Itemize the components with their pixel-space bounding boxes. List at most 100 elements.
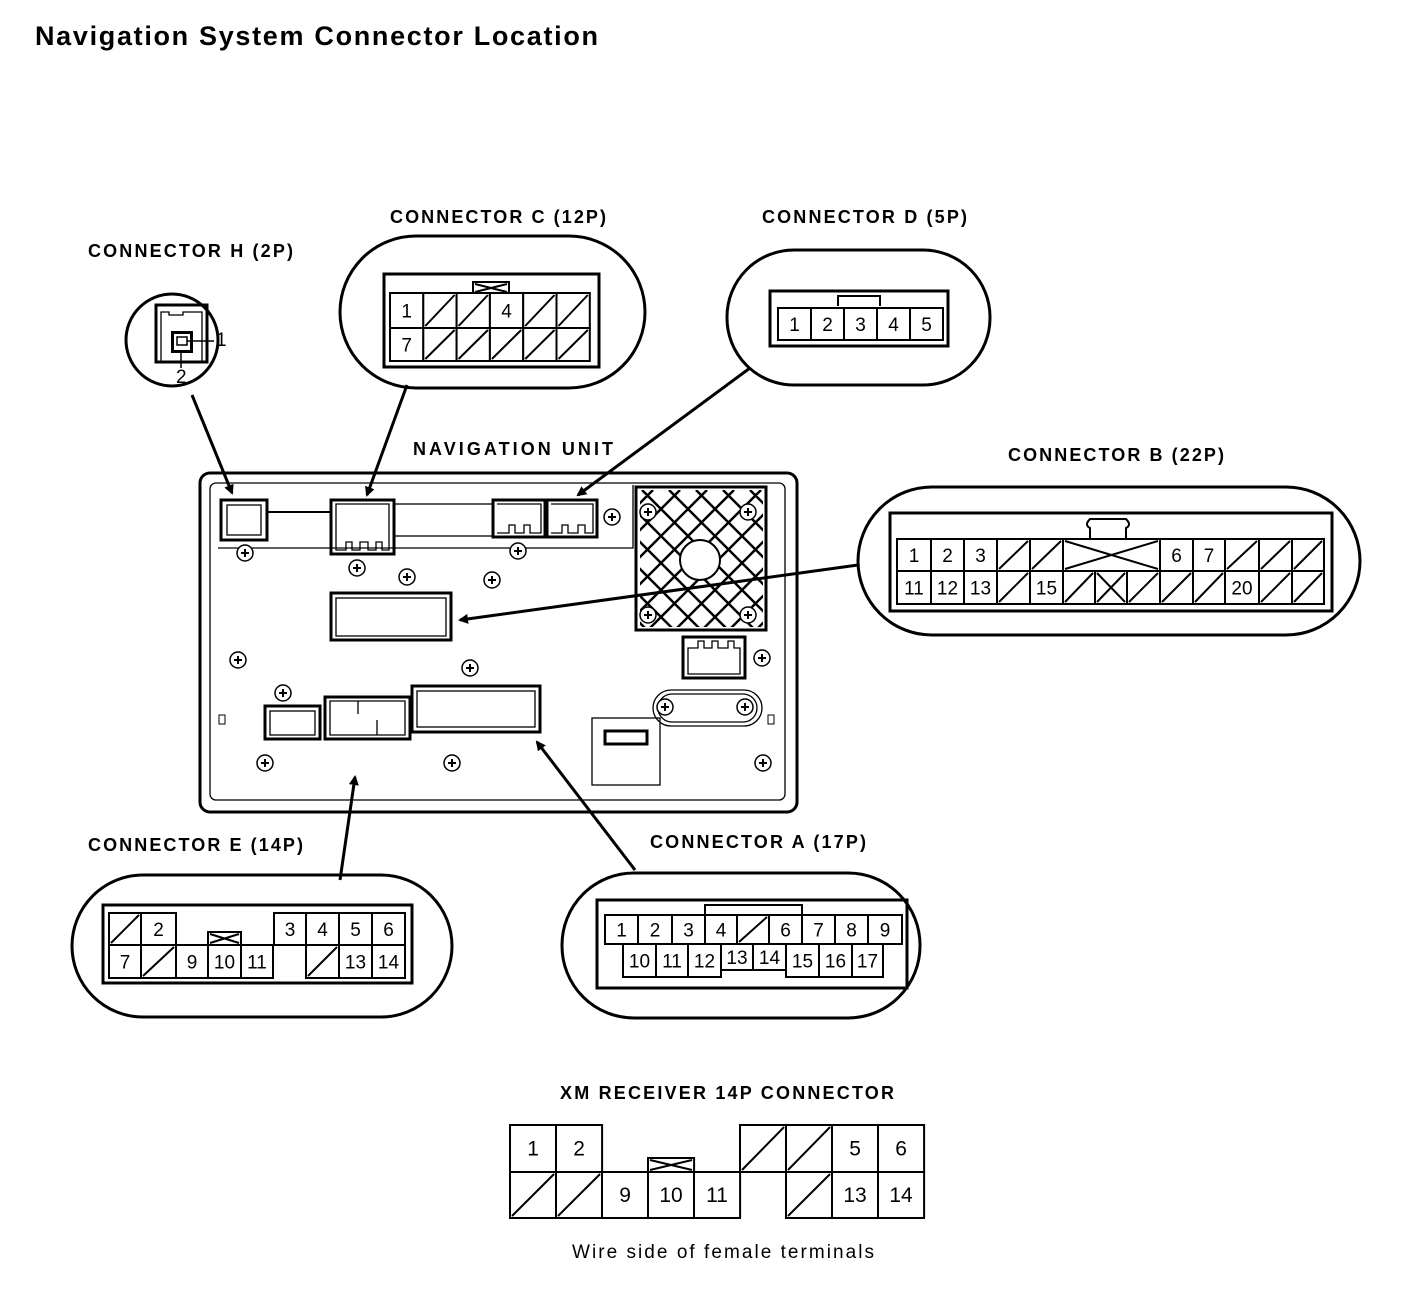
screw-icon (461, 659, 479, 677)
unused-cavity (1224, 538, 1260, 572)
pin-cell: 13 (338, 944, 373, 979)
unused-cavity (455, 327, 491, 362)
pin-label: 6 (383, 920, 394, 941)
arrow-connector-e (338, 775, 359, 881)
pin-label: 1 (401, 302, 412, 323)
pin-label: 14 (378, 953, 400, 974)
screw-icon (739, 606, 757, 624)
pin-cell: 20 (1224, 570, 1260, 605)
pin-label: 11 (662, 952, 682, 973)
pin-label: 4 (888, 315, 899, 336)
pin-label: 10 (214, 953, 235, 974)
pin-label: 15 (792, 952, 813, 973)
aux-socket (263, 704, 322, 741)
pin-cell: 2 (930, 538, 965, 572)
pin-label: 5 (350, 920, 361, 941)
pin-cell: 16 (818, 943, 853, 978)
screw-icon (236, 544, 254, 562)
connector-e-callout (70, 873, 454, 1019)
pin-label: 1 (527, 1138, 539, 1161)
pin-label: 20 (1231, 579, 1252, 600)
pin-cell: 14 (752, 943, 787, 971)
connector-d-lock-tab (837, 295, 881, 306)
unused-cavity (996, 538, 1031, 572)
arrow-connector-b (458, 563, 859, 624)
xm-connector-label: XM RECEIVER 14P CONNECTOR (560, 1083, 894, 1103)
pin-cell: 1 (777, 307, 812, 341)
arrow-connector-a (535, 740, 637, 871)
pin-label: 1 (909, 546, 920, 567)
unused-cavity (140, 944, 177, 979)
connector-a-label: CONNECTOR A (17P) (650, 832, 866, 852)
pin-cell: 9 (867, 914, 903, 945)
pin-cell: 11 (240, 944, 274, 979)
unused-cavity (736, 914, 770, 945)
unused-cavity (1062, 570, 1096, 605)
page-title: Navigation System Connector Location (35, 21, 598, 51)
screw-icon (656, 698, 674, 716)
pin-cell: 14 (371, 944, 406, 979)
pin-label: 7 (401, 336, 412, 357)
pin-label: 10 (659, 1184, 682, 1207)
pin-label: 7 (1204, 546, 1215, 567)
screw-icon (348, 559, 366, 577)
pin-label: 14 (759, 948, 781, 969)
caption: Wire side of female terminals (572, 1242, 874, 1263)
pin-label: 9 (187, 953, 198, 974)
pin-label: 13 (970, 579, 991, 600)
screw-icon (256, 754, 274, 772)
unused-cavity (739, 1124, 788, 1173)
pin-label: 3 (285, 920, 296, 941)
pin-cell: 6 (768, 914, 803, 945)
unused-cavity (555, 292, 591, 329)
pin-label: 14 (889, 1184, 913, 1207)
pin-label: 7 (813, 921, 824, 942)
blocked-cavity (647, 1157, 696, 1173)
pin-cell: 1 (604, 914, 639, 945)
pin-cell: 8 (834, 914, 869, 945)
connector-e-housing (101, 903, 414, 985)
pin-cell: 3 (273, 912, 307, 946)
pin-label: 13 (843, 1184, 866, 1207)
pin-cell: 3 (843, 307, 878, 341)
pin-cell: 15 (785, 943, 820, 978)
pin-cell: 6 (1159, 538, 1194, 572)
pin-cell: 7 (108, 944, 142, 979)
pin-label: 2 (153, 920, 164, 941)
connector-a-socket (410, 684, 542, 734)
navigation-unit (198, 471, 799, 814)
screw-icon (753, 649, 771, 667)
unused-cavity (1291, 538, 1325, 572)
unused-cavity (522, 292, 558, 329)
connector-h-socket (219, 498, 269, 542)
blocked-cavity (1094, 570, 1128, 605)
pin-cell: 10 (622, 943, 657, 978)
pin-label: 7 (120, 953, 131, 974)
pin-label: 5 (921, 315, 932, 336)
connector-d-housing (768, 289, 950, 348)
screw-icon (754, 754, 772, 772)
pin-label: 11 (706, 1184, 728, 1207)
connector-b-lock-tab (1086, 518, 1130, 539)
pin-label: 6 (780, 921, 791, 942)
connector-c-callout (338, 234, 647, 390)
pin-label: 4 (317, 920, 328, 941)
connector-c-socket (329, 498, 396, 556)
pin-label: 17 (857, 952, 878, 973)
pin-cell: 2 (555, 1124, 604, 1173)
pin-cell: 3 (963, 538, 998, 572)
screw-icon (398, 568, 416, 586)
connector-b-label: CONNECTOR B (22P) (1008, 445, 1224, 465)
pin-label: 9 (619, 1184, 631, 1207)
pin-cell: 7 (389, 327, 425, 362)
unused-cavity (1159, 570, 1194, 605)
pin-label: 1 (216, 330, 227, 351)
screw-icon (736, 698, 754, 716)
blocked-cavity (207, 931, 242, 946)
connector-a-callout (560, 871, 922, 1020)
pin-label: 2 (942, 546, 953, 567)
pin-label: 10 (629, 952, 650, 973)
connector-d-socket (491, 498, 547, 539)
cooling-fan (634, 485, 768, 632)
